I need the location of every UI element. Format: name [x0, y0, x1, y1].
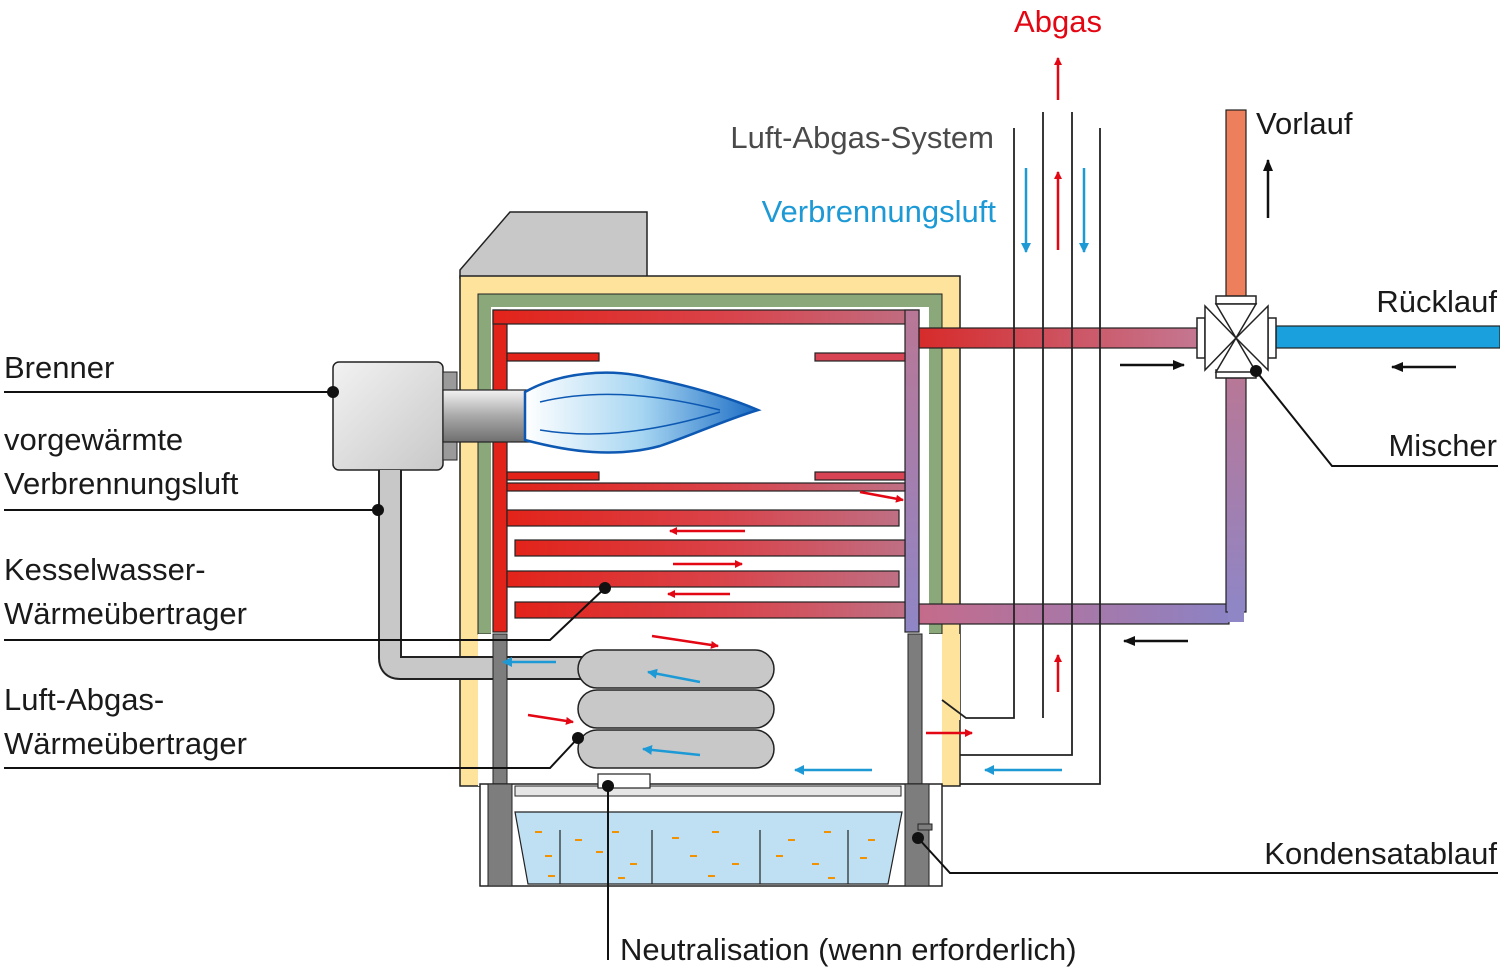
flame-icon	[523, 371, 762, 454]
burner	[332, 361, 534, 471]
condensate-drops	[535, 831, 875, 879]
mixer-valve	[1196, 295, 1277, 379]
air-arrows	[502, 168, 1089, 775]
leader-lines	[4, 370, 1498, 960]
air-exhaust-heat-exchanger	[577, 649, 775, 769]
label-luft-abgas-1: Luft-Abgas-	[4, 682, 164, 717]
label-vorgewaermte-2: Verbrennungsluft	[4, 466, 239, 501]
label-kesselwasser-2: Wärmeübertrager	[4, 596, 247, 631]
label-mischer: Mischer	[1388, 428, 1497, 463]
ruecklauf-pipe	[1275, 325, 1500, 349]
label-abgas: Abgas	[1014, 4, 1102, 39]
label-neutralisation: Neutralisation (wenn erforderlich)	[620, 932, 1077, 967]
supply-pipe	[918, 327, 1202, 349]
condensate-tray	[479, 773, 943, 887]
label-luft-abgas-system: Luft-Abgas-System	[730, 120, 994, 155]
label-vorgewaermte-1: vorgewärmte	[4, 422, 183, 457]
air-exhaust-system	[941, 112, 1101, 785]
label-vorlauf: Vorlauf	[1256, 106, 1353, 141]
label-luft-abgas-2: Wärmeübertrager	[4, 726, 247, 761]
vorlauf-pipe	[1225, 109, 1247, 303]
water-flow-arrows	[1120, 159, 1456, 646]
exhaust-arrows	[527, 57, 1062, 737]
leader-dots	[327, 365, 1262, 844]
boiler-return-pipe	[918, 371, 1247, 625]
label-kondensatablauf: Kondensatablauf	[1264, 836, 1497, 871]
label-verbrennungsluft: Verbrennungsluft	[762, 194, 997, 229]
label-kesselwasser-1: Kesselwasser-	[4, 552, 206, 587]
burner-hood	[459, 211, 648, 279]
label-brenner: Brenner	[4, 350, 114, 385]
label-ruecklauf: Rücklauf	[1376, 284, 1497, 319]
